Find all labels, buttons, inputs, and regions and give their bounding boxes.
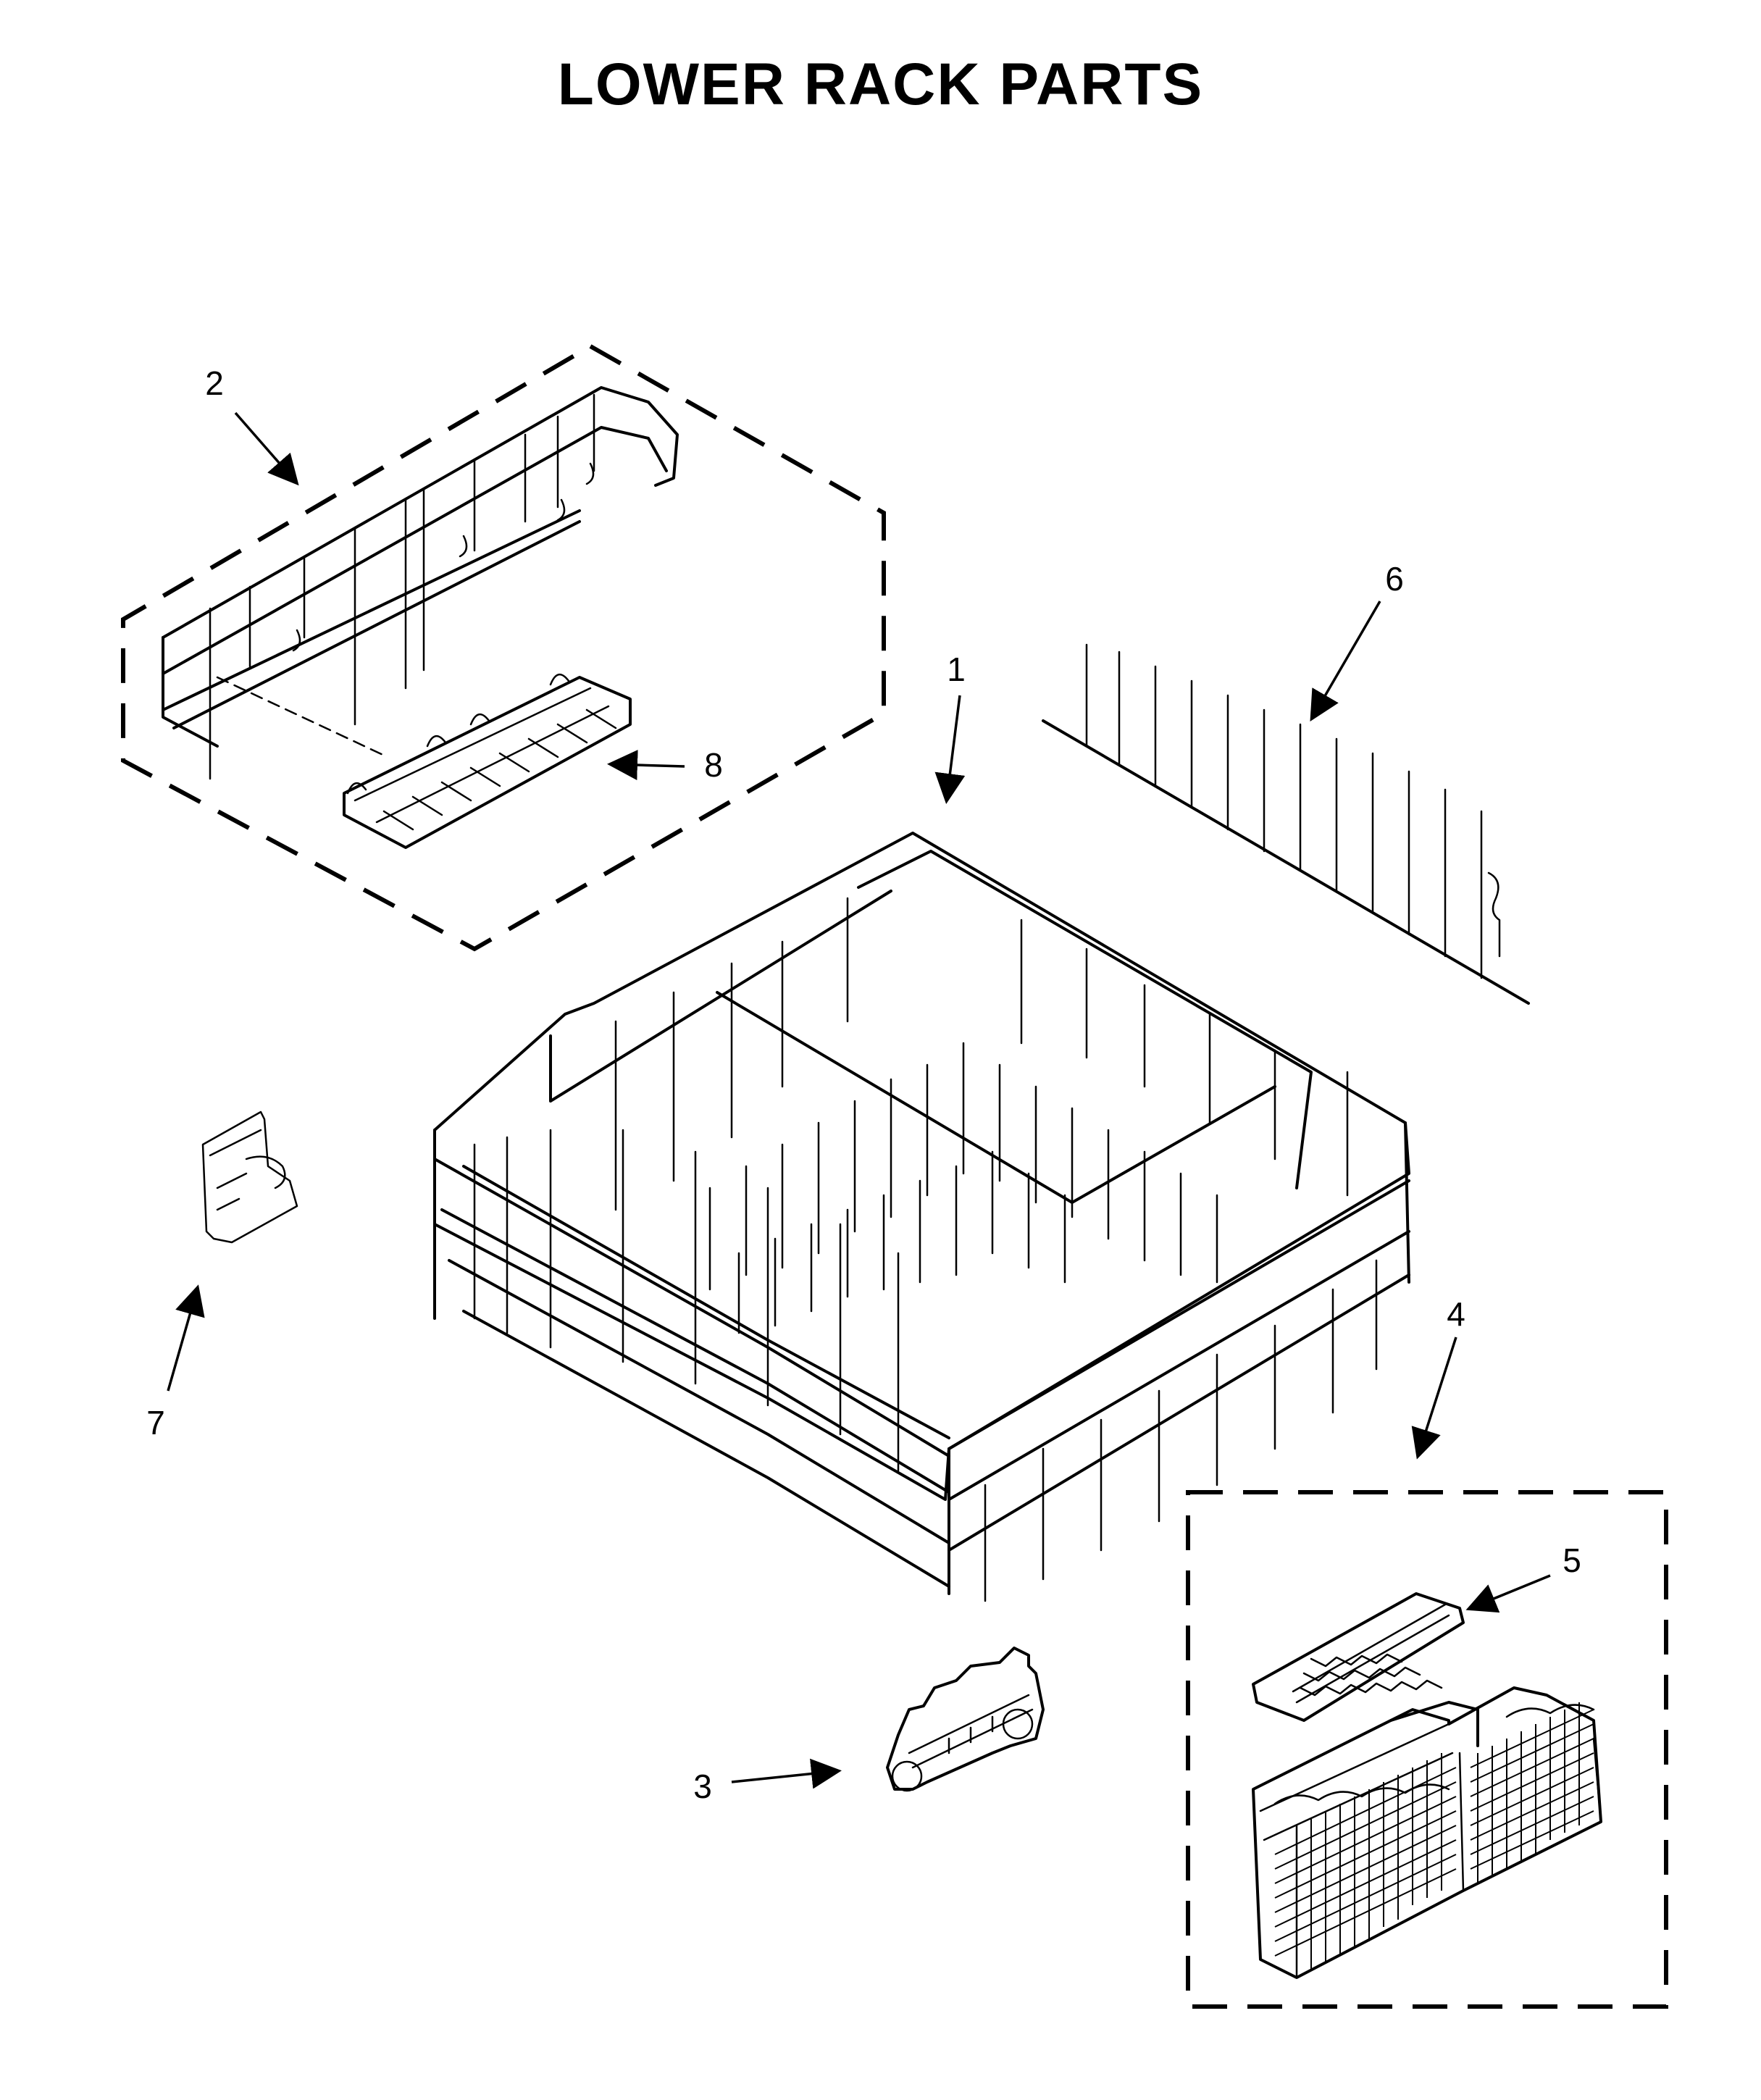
- leader-4: [1411, 1336, 1457, 1460]
- part-3-bumper: [886, 1647, 1045, 1792]
- callout-leaders: [167, 411, 1551, 1789]
- leader-8: [607, 750, 685, 781]
- part-8-tine-clip: [343, 674, 632, 849]
- page-title: LOWER RACK PARTS: [557, 51, 1204, 117]
- callout-4: 4: [1447, 1295, 1465, 1333]
- leader-2: [234, 411, 299, 486]
- callout-8: 8: [704, 746, 723, 784]
- callout-6: 6: [1385, 560, 1404, 598]
- callout-7: 7: [146, 1404, 165, 1442]
- leader-3: [731, 1758, 842, 1789]
- leader-1: [934, 695, 966, 804]
- callout-2: 2: [205, 364, 224, 402]
- leader-7: [167, 1284, 205, 1392]
- callout-labels: 1 2 3 4 5 6 7 8: [146, 364, 1581, 1805]
- group-box-4-5: [1186, 1490, 1668, 2009]
- part-1-lower-rack: [433, 832, 1410, 1602]
- leader-6: [1310, 601, 1381, 722]
- group-box-2-8: [121, 343, 886, 952]
- callout-1: 1: [947, 651, 966, 688]
- callout-3: 3: [693, 1768, 712, 1805]
- callout-5: 5: [1563, 1541, 1581, 1579]
- part-2-tine-rail: [162, 386, 679, 780]
- part-4-silverware-basket: [1252, 1686, 1602, 1979]
- part-6-tine-row: [1042, 643, 1530, 1005]
- leader-5: [1465, 1574, 1551, 1613]
- part-5-basket-lid: [1252, 1592, 1465, 1722]
- part-7-clip: [201, 1110, 298, 1244]
